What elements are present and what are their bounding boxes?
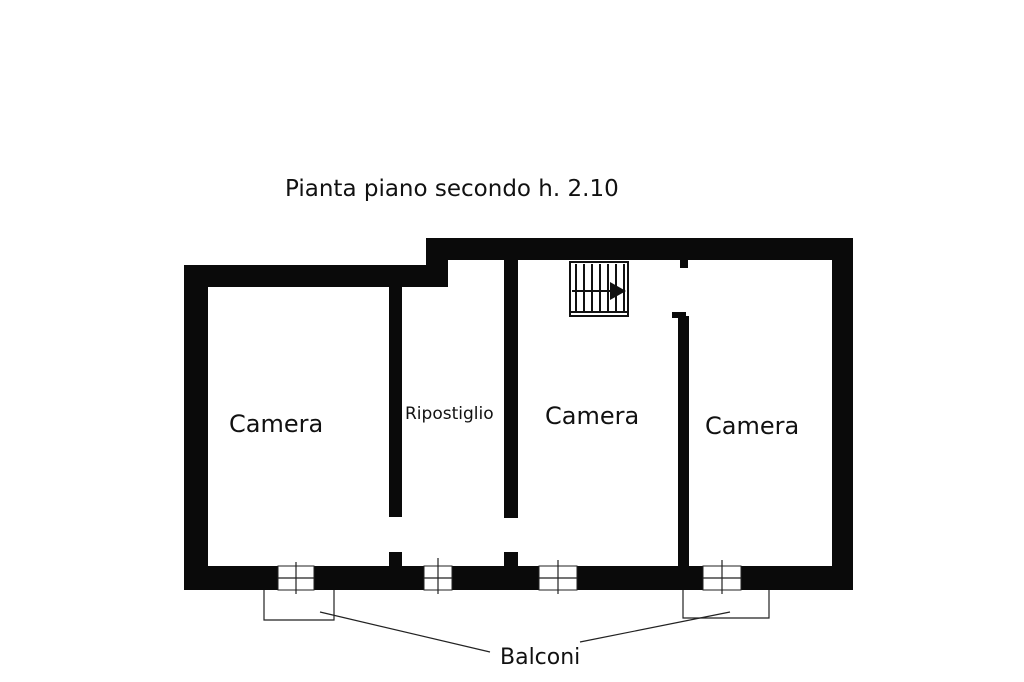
wall-camera-ripostiglio-stub xyxy=(389,552,402,566)
balcony-left xyxy=(263,590,335,621)
balconies-leader-lines xyxy=(319,611,731,653)
wall-camera-ripostiglio xyxy=(389,287,402,517)
balconies-label: Balconi xyxy=(500,645,580,670)
stair-arrow-icon xyxy=(610,282,626,300)
wall-ripostiglio-camera-stub xyxy=(504,552,518,566)
window-4 xyxy=(702,560,742,594)
wall-ripostiglio-camera xyxy=(504,260,518,518)
wall-top-left xyxy=(184,265,448,287)
room-label-camera-center: Camera xyxy=(545,402,639,430)
wall-camera-camera xyxy=(678,316,689,566)
wall-top-right xyxy=(426,238,853,260)
windows xyxy=(277,558,742,594)
wall-camera-camera-top xyxy=(680,260,688,268)
room-label-camera-right: Camera xyxy=(705,412,799,440)
wall-camera-camera-tick xyxy=(672,312,686,318)
room-label-ripostiglio: Ripostiglio xyxy=(405,404,494,424)
balcony-right xyxy=(682,590,770,619)
window-3 xyxy=(538,560,578,594)
window-1 xyxy=(277,562,315,594)
interior-walls xyxy=(389,260,689,566)
balconies xyxy=(263,590,770,621)
window-2 xyxy=(423,558,453,594)
room-label-camera-left: Camera xyxy=(229,410,323,438)
staircase xyxy=(569,261,629,317)
plan-title: Pianta piano secondo h. 2.10 xyxy=(285,176,619,202)
wall-left xyxy=(184,265,208,590)
wall-right xyxy=(832,238,853,590)
